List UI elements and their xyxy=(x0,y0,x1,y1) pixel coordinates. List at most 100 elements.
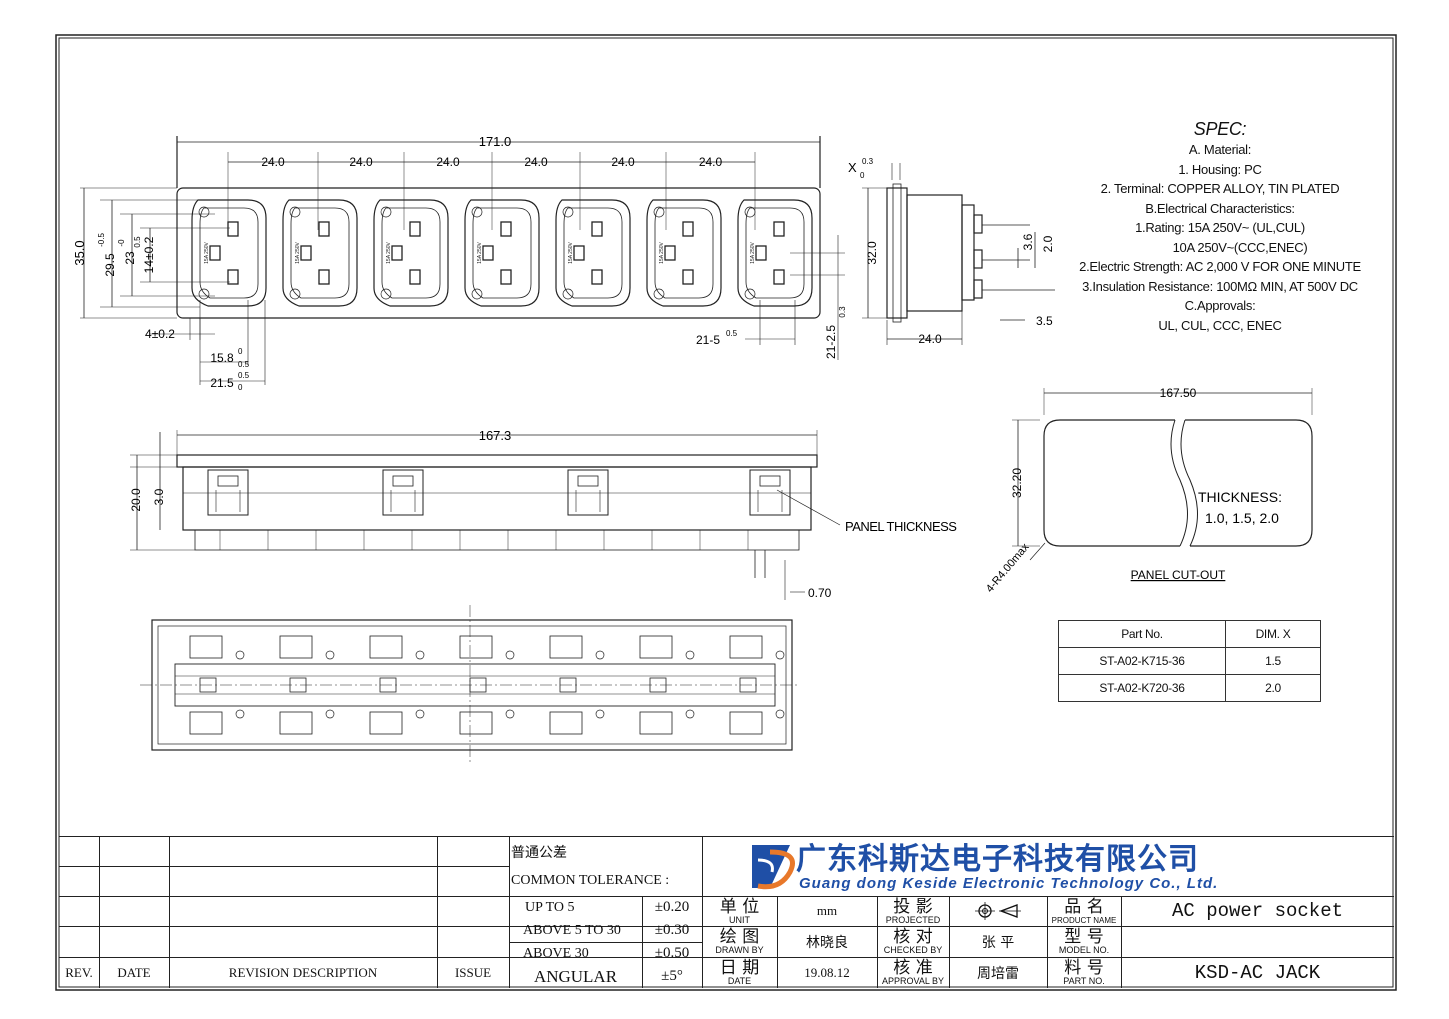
bottom-view xyxy=(140,605,800,765)
table-row: ST-A02-K720-36 2.0 xyxy=(1058,674,1321,702)
side-pin-c: 3.5 xyxy=(1036,314,1053,328)
revision-description-header: REVISION DESCRIPTION xyxy=(228,964,378,980)
checked-label-en: CHECKED BY xyxy=(883,945,943,955)
thickness-values: 1.0, 1.5, 2.0 xyxy=(1205,510,1279,526)
spec-line: 1. Housing: PC xyxy=(1178,161,1262,177)
dim-right-slot-v-tol: 0.3 xyxy=(838,306,847,318)
iec-inlet-outlet: 15A 250V xyxy=(737,199,813,307)
approval-value: 周培雷 xyxy=(977,965,1019,982)
front-height: 20.0 xyxy=(129,488,143,512)
top-view: 15A 250V 15A 250V 15A 250V 15A 250V 15A 250V… xyxy=(80,136,845,385)
cutout-width: 167.50 xyxy=(1160,386,1197,400)
dim-pitch: 24.0 xyxy=(524,155,548,169)
bottom-terminal-pin xyxy=(279,635,335,735)
tolerance-range: ANGULAR xyxy=(533,966,618,986)
model-label-en: MODEL NO. xyxy=(1058,945,1110,955)
part-label-zh: 料 号 xyxy=(1064,958,1104,978)
spec-line: 2.Electric Strength: AC 2,000 V FOR ONE … xyxy=(1079,259,1361,274)
dim-pitch: 24.0 xyxy=(436,155,460,169)
dim-pin-span: 14±0.2 xyxy=(142,236,156,273)
product-label-zh: 品 名 xyxy=(1064,896,1104,917)
dim-slot-height-tol2: 0.5 xyxy=(133,236,142,248)
bottom-terminal-pin xyxy=(189,635,245,735)
rev-header: REV. xyxy=(65,964,93,980)
part-label-en: PART NO. xyxy=(1063,976,1105,986)
iec-inlet-outlet: 15A 250V xyxy=(191,199,267,307)
unit-value: mm xyxy=(816,903,838,918)
date-value: 19.08.12 xyxy=(804,964,850,980)
tolerance-zh: 普通公差 xyxy=(511,845,567,861)
drawn-label-en: DRAWN BY xyxy=(715,945,764,955)
company-name-en: Guang dong Keside Electronic Technology … xyxy=(799,874,1219,892)
date-label-zh: 日 期 xyxy=(719,958,760,978)
inlet-rating-label: 15A 250V xyxy=(204,241,210,263)
table-row: ST-A02-K715-36 1.5 xyxy=(1058,647,1321,675)
unit-label-en: UNIT xyxy=(729,914,750,925)
front-width: 167.3 xyxy=(479,428,512,443)
inner-border xyxy=(58,37,1394,988)
cutout-view xyxy=(1012,388,1313,561)
table-cell: ST-A02-K720-36 xyxy=(1058,674,1226,702)
side-pin-a: 3.6 xyxy=(1021,233,1035,250)
dim-right-slot: 21-5 xyxy=(696,333,720,347)
inlet-rating-label: 15A 250V xyxy=(295,241,301,263)
bottom-terminal-pin xyxy=(369,635,425,735)
spec-line: A. Material: xyxy=(1188,142,1252,157)
inlet-rating-label: 15A 250V xyxy=(750,241,756,263)
spec-line: 1.Rating: 15A 250V~ (UL,CUL) xyxy=(1135,220,1305,235)
bottom-terminal-pin xyxy=(549,635,605,735)
front-terminal-window xyxy=(207,469,249,516)
approval-label: 核 准 APPROVAL BY xyxy=(877,958,949,988)
projected-label: 投 影 PROJECTED xyxy=(877,897,949,926)
panel-cutout-label: PANEL CUT-OUT xyxy=(1131,568,1226,582)
front-terminal-window xyxy=(567,469,609,516)
table-cell: 1.5 xyxy=(1225,647,1321,675)
tolerance-range: ABOVE 30 xyxy=(523,945,589,961)
part-label: 料 号 PART NO. xyxy=(1047,958,1121,988)
spec-block: SPEC: A. Material: 1. Housing: PC 2. Ter… xyxy=(1060,118,1380,335)
inlet-rating-label: 15A 250V xyxy=(568,241,574,263)
dim-pitch: 24.0 xyxy=(699,155,723,169)
side-x-tol-lower: 0 xyxy=(860,171,865,180)
side-x-label: X xyxy=(848,160,857,175)
title-block: REV. DATE REVISION DESCRIPTION ISSUE 普通公… xyxy=(59,836,1394,988)
spec-line: C.Approvals: xyxy=(1184,298,1256,313)
inlet-rating-label: 15A 250V xyxy=(386,241,392,263)
dim-pin-pitch-tol-upper: 0 xyxy=(238,347,243,356)
product-value: AC power socket xyxy=(1171,900,1344,922)
approval-label-en: APPROVAL BY xyxy=(881,976,945,986)
side-depth: 24.0 xyxy=(918,332,942,346)
iec-inlet-outlet: 15A 250V xyxy=(373,199,449,307)
table-cell: 2.0 xyxy=(1225,674,1321,702)
approval-label-zh: 核 准 xyxy=(893,958,933,978)
table-header: DIM. X xyxy=(1225,620,1321,648)
spec-line: 2. Terminal: COPPER ALLOY, TIN PLATED xyxy=(1100,181,1340,196)
part-value: KSD-AC JACK xyxy=(1194,961,1321,984)
table-cell: ST-A02-K715-36 xyxy=(1058,647,1226,675)
date-label: 日 期 DATE xyxy=(702,958,777,988)
side-x-tol-upper: 0.3 xyxy=(862,157,874,166)
iec-inlet-outlet: 15A 250V xyxy=(282,199,358,307)
iec-inlet-outlet: 15A 250V xyxy=(555,199,631,307)
projected-label-zh: 投 影 xyxy=(893,896,933,917)
dim-pitch: 24.0 xyxy=(611,155,635,169)
tolerance-value: ±5° xyxy=(661,968,683,984)
side-pin-b: 2.0 xyxy=(1041,235,1055,252)
tolerance-range: ABOVE 5 TO 30 xyxy=(523,922,621,938)
dim-pitch: 24.0 xyxy=(349,155,373,169)
inlet-rating-label: 15A 250V xyxy=(477,241,483,263)
cutout-radius: 4-R4.00max xyxy=(984,541,1032,595)
dim-pitch: 24.0 xyxy=(261,155,285,169)
dim-right-slot-v: 21-2.5 xyxy=(824,325,838,359)
spec-title: SPEC: xyxy=(1193,119,1247,139)
front-pin-thickness: 0.70 xyxy=(808,586,832,600)
dim-height-label: 35.0 xyxy=(72,240,87,265)
tolerance-value: ±0.20 xyxy=(654,899,690,915)
dim-right-slot-tol: 0.5 xyxy=(726,329,738,338)
issue-header: ISSUE xyxy=(454,964,492,980)
checked-value: 张 平 xyxy=(981,934,1015,951)
part-number-table: Part No. DIM. X ST-A02-K715-36 1.5 ST-A0… xyxy=(1058,620,1321,702)
spec-line: UL, CUL, CCC, ENEC xyxy=(1158,317,1282,333)
dim-inner-height: 29.5 xyxy=(103,253,117,277)
